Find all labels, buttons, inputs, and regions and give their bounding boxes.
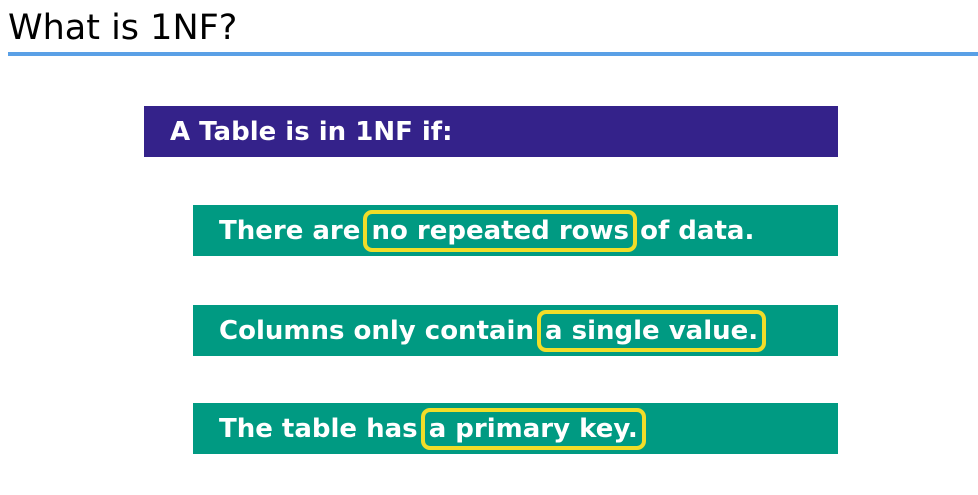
rule-primary-key: The table has a primary key.	[193, 403, 838, 454]
highlighted-phrase: no repeated rows	[363, 209, 638, 252]
definition-header: A Table is in 1NF if:	[144, 106, 838, 157]
rule-text-before: The table has	[219, 413, 427, 444]
rule-single-value: Columns only contain a single value.	[193, 305, 838, 356]
rule-no-repeated-rows: There are no repeated rows of data.	[193, 205, 838, 256]
slide-title: What is 1NF?	[8, 8, 238, 48]
highlighted-phrase: a single value.	[537, 309, 767, 352]
rule-text-before: Columns only contain	[219, 315, 544, 346]
title-underline	[8, 52, 978, 56]
rule-text-after: of data.	[631, 215, 755, 246]
rule-text-before: There are	[219, 215, 370, 246]
definition-header-text: A Table is in 1NF if:	[170, 116, 453, 147]
highlighted-phrase: a primary key.	[420, 407, 646, 450]
